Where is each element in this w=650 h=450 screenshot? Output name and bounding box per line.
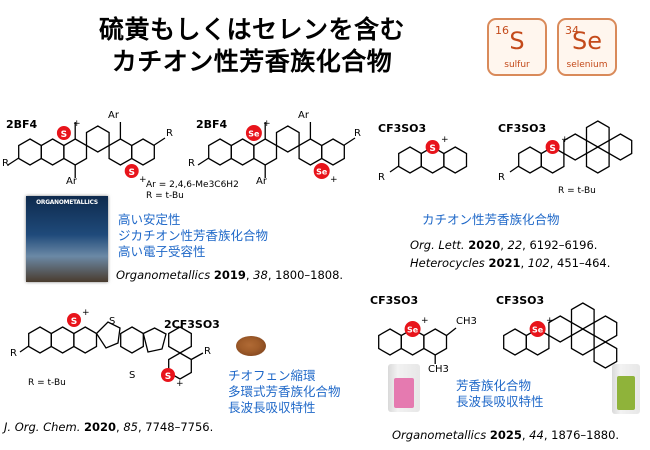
substituent-definition: R = t-Bu (28, 378, 66, 388)
svg-text:S: S (165, 372, 171, 382)
r-label: R (204, 346, 211, 357)
r-label: R (166, 128, 173, 139)
plus-sign: + (139, 175, 147, 185)
sulfur-atomic-number: 16 (495, 24, 509, 37)
reference-citation: J. Org. Chem. 2020, 85, 7748–7756. (4, 420, 214, 434)
selenium-atom (313, 163, 330, 179)
selenium-element-tile: 34 Se selenium (557, 18, 617, 76)
structure-selenium-dication: Se Se + + (197, 119, 356, 185)
counter-ion-label: CF3SO3 (378, 122, 427, 135)
r-label: R (378, 172, 385, 183)
selenium-atom (245, 125, 262, 141)
thiophene-sulfur: S (109, 316, 115, 327)
svg-text:Se: Se (532, 326, 544, 335)
plus-sign: + (176, 379, 184, 389)
r-label: R (2, 158, 9, 169)
ar-label: Ar (298, 110, 309, 121)
counter-ion-label: CF3SO3 (370, 294, 419, 307)
svg-text:Se: Se (248, 130, 260, 139)
feature-list: 高い安定性 ジカチオン性芳香族化合物 高い電子受容性 (118, 212, 269, 259)
substituent-definition: R = t-Bu (558, 186, 596, 196)
selenium-atom (404, 321, 421, 337)
counter-ion-label: 2BF4 (196, 118, 228, 131)
sulfur-symbol: S (509, 27, 525, 55)
r-label: R (354, 128, 361, 139)
structure-sulfur-dication: S S + + (7, 119, 166, 185)
feature-list: 芳香族化合物 長波長吸収特性 (456, 378, 544, 409)
plus-sign: + (330, 175, 338, 185)
ar-label: Ar (256, 176, 267, 187)
svg-text:S: S (61, 130, 67, 140)
plus-sign: + (421, 316, 429, 326)
svg-text:S: S (549, 144, 555, 154)
plus-sign: + (82, 308, 90, 318)
counter-ion-label: 2CF3SO3 (164, 318, 220, 331)
powder-sample-image (236, 336, 266, 356)
selenium-atom (529, 321, 546, 337)
svg-text:S: S (429, 144, 435, 154)
svg-text:Se: Se (407, 326, 419, 335)
journal-cover-image: ORGANOMETALLICS (26, 196, 108, 282)
selenium-symbol: Se (572, 27, 602, 55)
reference-citation: Heterocycles 2021, 102, 451–464. (410, 256, 611, 270)
counter-ion-label: 2BF4 (6, 118, 38, 131)
title-line-1: 硫黄もしくはセレンを含む (98, 15, 405, 44)
svg-text:S: S (71, 317, 77, 327)
feature-label: カチオン性芳香族化合物 (422, 212, 560, 227)
plus-sign: + (546, 316, 554, 326)
structure-selenoanthracenium-dimethyl: Se + (378, 316, 457, 364)
green-solution-vial-image (612, 364, 640, 414)
selenium-name: selenium (566, 60, 608, 70)
ar-label: Ar (108, 110, 119, 121)
sulfur-name: sulfur (504, 60, 530, 70)
plus-sign: + (263, 119, 271, 129)
structure-thiaanthracenium: S + (389, 135, 468, 174)
svg-text:Se: Se (316, 168, 328, 177)
thiophene-sulfur: S (129, 370, 135, 381)
sulfur-atom (161, 368, 175, 382)
title-line-2: カチオン性芳香族化合物 (111, 47, 393, 76)
sulfur-atom (545, 140, 560, 154)
counter-ion-label: CF3SO3 (496, 294, 545, 307)
substituent-definition: Ar = 2,4,6-Me3C6H2 R = t-Bu (146, 180, 239, 201)
ar-label: Ar (66, 176, 77, 187)
page-title: 硫黄もしくはセレンを含む カチオン性芳香族化合物 (62, 14, 442, 78)
r-label: R (498, 172, 505, 183)
sulfur-atom (56, 126, 71, 140)
sulfur-atom (67, 313, 81, 327)
methyl-label: CH3 (456, 316, 477, 327)
sulfur-element-tile: 16 S sulfur (487, 18, 547, 76)
sulfur-atom (124, 164, 139, 178)
plus-sign: + (441, 135, 449, 145)
selenium-atomic-number: 34 (565, 24, 579, 37)
plus-sign: + (561, 135, 569, 145)
reference-citation: Organometallics 2025, 44, 1876–1880. (392, 428, 620, 442)
structure-thiapyrenium: S + (509, 120, 633, 174)
counter-ion-label: CF3SO3 (498, 122, 547, 135)
svg-text:S: S (128, 168, 134, 178)
pink-solution-vial-image (388, 364, 420, 412)
plus-sign: + (73, 119, 81, 129)
reference-list: Org. Lett. 2020, 22, 6192–6196. Heterocy… (410, 236, 610, 272)
reference-citation: Org. Lett. 2020, 22, 6192–6196. (410, 238, 598, 252)
reference-citation: Organometallics 2019, 38, 1800–1808. (116, 268, 344, 282)
methyl-label: CH3 (428, 364, 449, 375)
sulfur-atom (425, 140, 440, 154)
r-label: R (10, 348, 17, 359)
structure-selenoperylenium: Se + (503, 302, 618, 369)
structure-thiophene-fused: S + S S S + (19, 308, 204, 389)
r-label: R (188, 158, 195, 169)
journal-cover-title: ORGANOMETALLICS (36, 198, 98, 206)
feature-list: チオフェン縮環 多環式芳香族化合物 長波長吸収特性 (228, 368, 341, 415)
